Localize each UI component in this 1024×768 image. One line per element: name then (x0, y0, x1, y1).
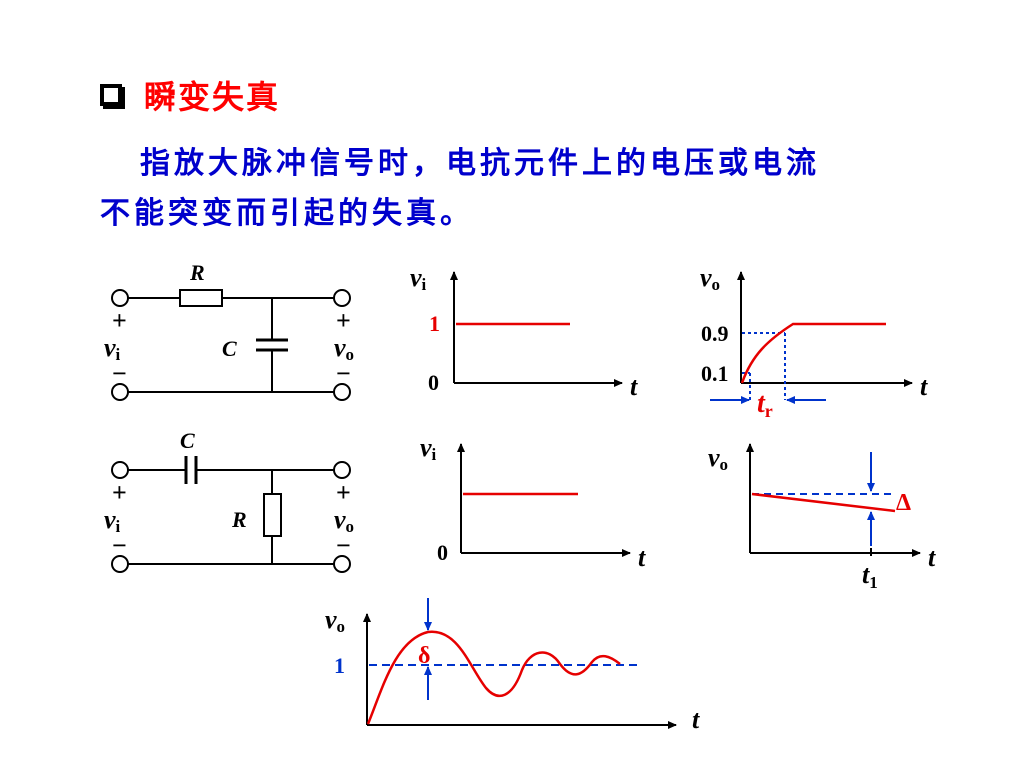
y-axis-label: vo (325, 605, 345, 636)
title-row: 瞬变失真 (100, 70, 280, 120)
y-axis-label: vi (410, 263, 427, 294)
x-axis-label: t (920, 372, 928, 401)
t1-label: t1 (862, 560, 878, 592)
circuit-lowpass (111, 289, 351, 401)
output-voltage-label: vo (334, 333, 354, 364)
rise-time-label: tr (757, 388, 773, 421)
plot-vo-overshoot: vo 1 δ t (325, 598, 700, 734)
origin-label: 0 (437, 540, 448, 565)
droop-label: Δ (896, 490, 911, 516)
input-plus: + (112, 306, 127, 335)
input-voltage-label: vi (104, 333, 121, 364)
output-minus: − (336, 531, 351, 560)
output-plus: + (336, 306, 351, 335)
x-axis-label: t (630, 372, 638, 401)
output-plus: + (336, 478, 351, 507)
capacitor-label: C (222, 336, 237, 361)
level-label: 1 (429, 311, 440, 336)
input-terminal (111, 383, 129, 401)
overshoot-label: δ (418, 643, 430, 669)
description-line-2: 不能突变而引起的失真。 (100, 196, 474, 231)
droop-signal-line (751, 492, 896, 513)
y-axis-label: vo (700, 263, 720, 294)
resistor-label: R (231, 507, 247, 532)
checkbox-bullet-icon (100, 84, 122, 106)
level-label: 1 (334, 653, 345, 678)
plot-vi-step-2: vi 0 t (420, 433, 646, 572)
input-terminal (111, 289, 129, 307)
output-voltage-label: vo (334, 505, 354, 536)
output-terminal (333, 461, 351, 479)
circuit-highpass (111, 456, 351, 573)
tick-label-01: 0.1 (701, 361, 729, 386)
input-voltage-label: vi (104, 505, 121, 536)
input-terminal (111, 555, 129, 573)
tick-label-09: 0.9 (701, 321, 729, 346)
capacitor-label: C (180, 428, 195, 453)
plot-vo-rise-time: vo 0.9 0.1 t tr (700, 263, 928, 421)
origin-label: 0 (428, 370, 439, 395)
output-minus: − (336, 359, 351, 388)
input-minus: − (112, 359, 127, 388)
page-title: 瞬变失真 (144, 78, 281, 116)
x-axis-label: t (928, 543, 936, 572)
plot-vi-step-1: vi 1 0 t (410, 263, 638, 401)
resistor-label: R (189, 260, 205, 285)
output-terminal (333, 383, 351, 401)
input-plus: + (112, 478, 127, 507)
resistor-symbol (179, 289, 223, 307)
input-minus: − (112, 531, 127, 560)
x-axis-label: t (692, 705, 700, 734)
resistor-symbol (263, 493, 282, 537)
output-terminal (333, 289, 351, 307)
overshoot-curve (366, 630, 621, 725)
x-axis-label: t (638, 543, 646, 572)
plot-vo-droop: vo Δ t t1 (708, 443, 936, 592)
description-line-1: 指放大脉冲信号时，电抗元件上的电压或电流 (140, 146, 820, 181)
y-axis-label: vo (708, 443, 728, 474)
rise-curve (740, 322, 886, 384)
input-terminal (111, 461, 129, 479)
output-terminal (333, 555, 351, 573)
y-axis-label: vi (420, 433, 437, 464)
